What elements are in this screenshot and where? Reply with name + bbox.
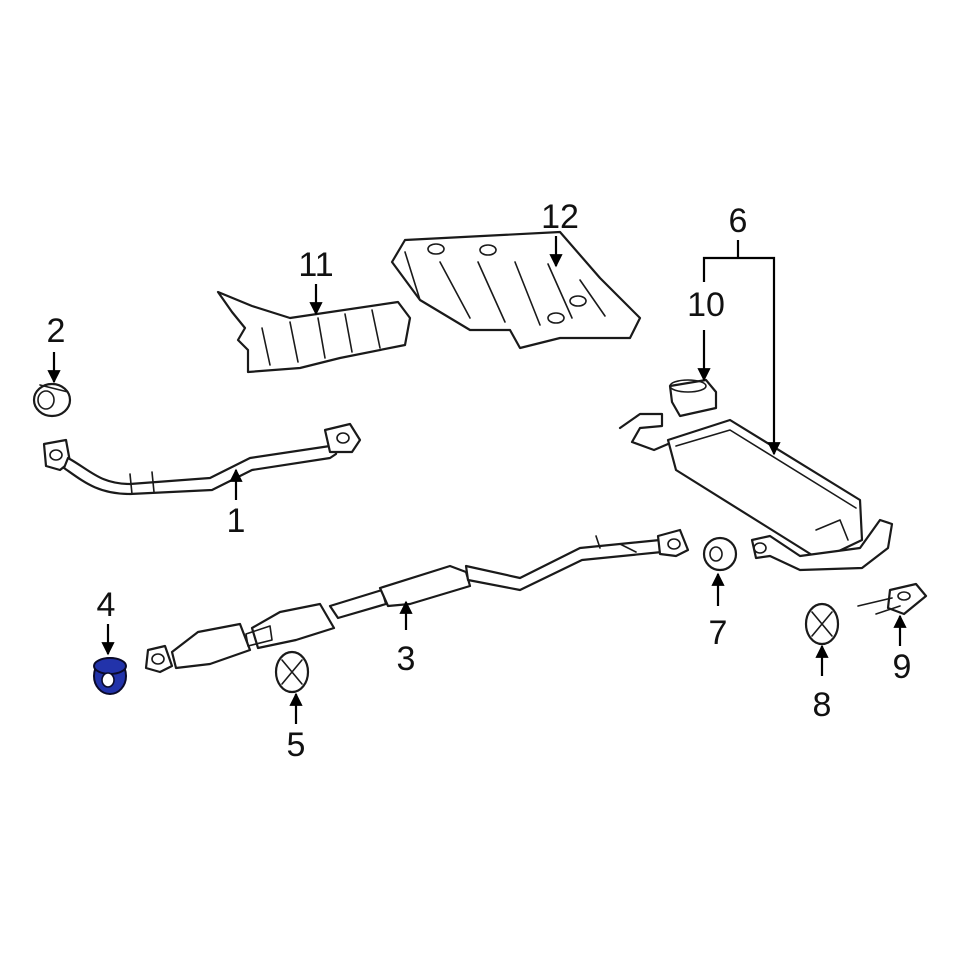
callout-9: 9 (893, 648, 912, 686)
part-3-center-pipe[interactable] (144, 528, 690, 674)
part-4-top (93, 657, 127, 675)
callout-1: 1 (227, 502, 246, 540)
callout-5: 5 (287, 726, 306, 764)
part-12-heat-shield[interactable] (390, 230, 642, 350)
part-6-muffler[interactable] (618, 412, 894, 572)
callout-10: 10 (687, 286, 725, 324)
callout-labels: 1 2 3 4 5 6 7 8 9 10 11 12 (47, 198, 912, 764)
callout-3: 3 (397, 640, 416, 678)
callout-7: 7 (709, 614, 728, 652)
part-4-gasket-highlighted[interactable] (93, 657, 127, 695)
part-7-gasket[interactable] (702, 536, 738, 572)
callout-8: 8 (813, 686, 832, 724)
callout-6: 6 (729, 202, 748, 240)
callout-12: 12 (541, 198, 579, 236)
part-10-bushing[interactable] (668, 378, 718, 418)
part-5-hanger-insulator[interactable] (274, 650, 310, 694)
part-4-hole (101, 672, 115, 688)
callout-11: 11 (298, 246, 333, 284)
part-2-gasket[interactable] (32, 382, 72, 418)
callout-2: 2 (47, 312, 66, 350)
part-8-hanger-insulator[interactable] (804, 602, 840, 646)
part-1-front-pipe[interactable] (42, 422, 362, 496)
callout-4: 4 (97, 586, 116, 624)
part-11-heat-shield[interactable] (216, 290, 412, 374)
part-9-bracket[interactable] (857, 582, 928, 616)
leader-lines (47, 236, 907, 724)
